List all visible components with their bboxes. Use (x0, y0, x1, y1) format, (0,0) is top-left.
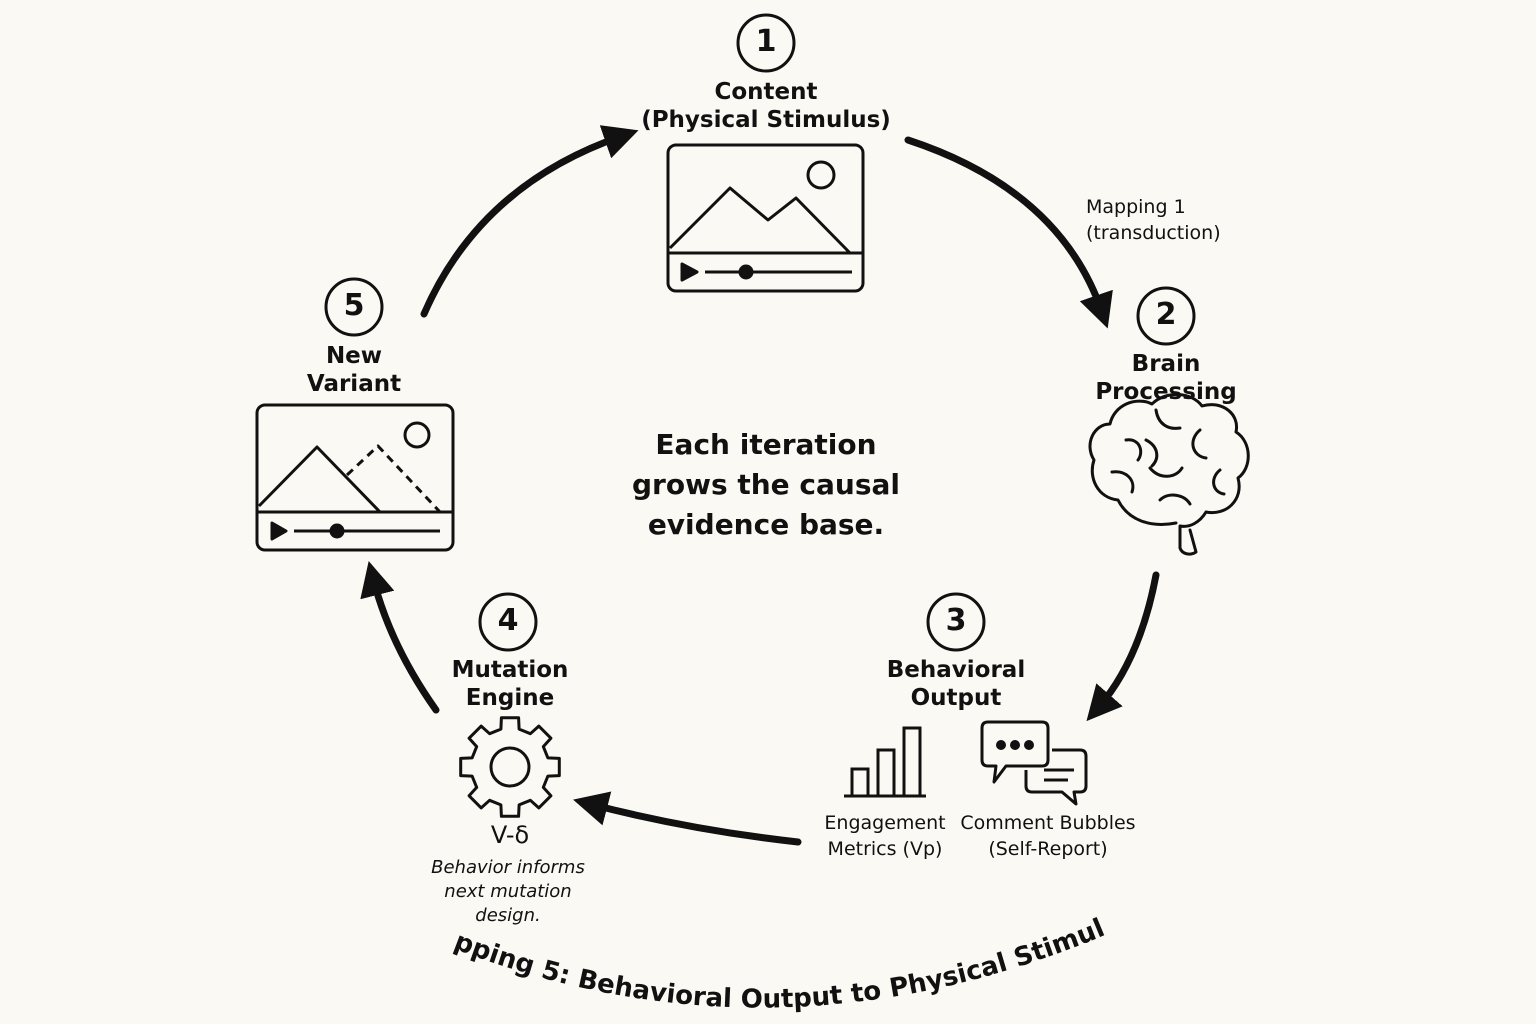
mutation-note-line1: Behavior informs (431, 857, 585, 878)
badge-1-number: 1 (755, 24, 777, 59)
center-line2: grows the causal (631, 468, 900, 501)
node-3-title-line2: Output (910, 685, 1002, 711)
node-2-title-line1: Brain (1131, 351, 1201, 377)
video-player-icon (666, 143, 865, 293)
badge-3 (926, 592, 986, 652)
engagement-line2: Metrics (Vp) (827, 838, 943, 860)
center-message: Each iteration grows the causal evidence… (566, 425, 966, 545)
badge-4 (478, 592, 538, 652)
badge-4-number: 4 (497, 603, 519, 638)
badge-2 (1136, 286, 1196, 346)
comment-line2: (Self-Report) (988, 838, 1108, 860)
variant-video-icon (255, 403, 455, 552)
center-line3: evidence base. (647, 508, 885, 541)
node-4-title: Mutation Engine (410, 656, 610, 712)
brain-icon (1088, 393, 1250, 556)
node-4-title-line2: Engine (465, 685, 555, 711)
node-1-title: Content (Physical Stimulus) (616, 78, 916, 134)
node-1-title-line2: (Physical Stimulus) (641, 107, 891, 133)
node-5-title-line2: Variant (306, 371, 402, 397)
engagement-metrics-label: Engagement Metrics (Vp) (810, 810, 960, 862)
mutation-note: Behavior informs next mutation design. (398, 856, 618, 928)
engagement-line1: Engagement (824, 812, 946, 834)
node-1-title-line1: Content (714, 79, 818, 105)
arrow-1-to-2 (904, 136, 1113, 329)
node-3-title: Behavioral Output (856, 656, 1056, 712)
center-line1: Each iteration (655, 428, 877, 461)
mutation-note-line2: next mutation (444, 881, 572, 902)
badge-5 (324, 277, 384, 337)
mapping-1-line1: Mapping 1 (1086, 196, 1186, 218)
comment-bubbles-icon (980, 720, 1088, 806)
mapping-1-label: Mapping 1 (transduction) (1086, 194, 1221, 246)
mapping-1-line2: (transduction) (1086, 222, 1221, 244)
comment-line1: Comment Bubbles (960, 812, 1136, 834)
node-4-title-line1: Mutation (451, 657, 569, 683)
arrow-4-to-5 (360, 561, 440, 714)
badge-5-number: 5 (343, 288, 365, 323)
node-2-title-line2: Processing (1095, 379, 1237, 405)
badge-3-number: 3 (945, 603, 967, 638)
badge-1 (736, 13, 796, 73)
mutation-formula: V-δ (490, 821, 530, 849)
comment-bubbles-label: Comment Bubbles (Self-Report) (956, 810, 1140, 862)
arrow-2-to-3 (1086, 571, 1160, 722)
mutation-note-line3: design. (475, 905, 541, 926)
badge-2-number: 2 (1155, 297, 1177, 332)
gear-icon (459, 716, 561, 818)
node-5-title: New Variant (254, 342, 454, 398)
arrow-5-to-1 (420, 125, 639, 318)
arrow-3-to-4 (573, 791, 802, 846)
bar-chart-icon (844, 726, 926, 798)
node-3-title-line1: Behavioral (886, 657, 1026, 683)
node-2-title: Brain Processing (1066, 350, 1266, 406)
node-5-title-line1: New (325, 343, 383, 369)
